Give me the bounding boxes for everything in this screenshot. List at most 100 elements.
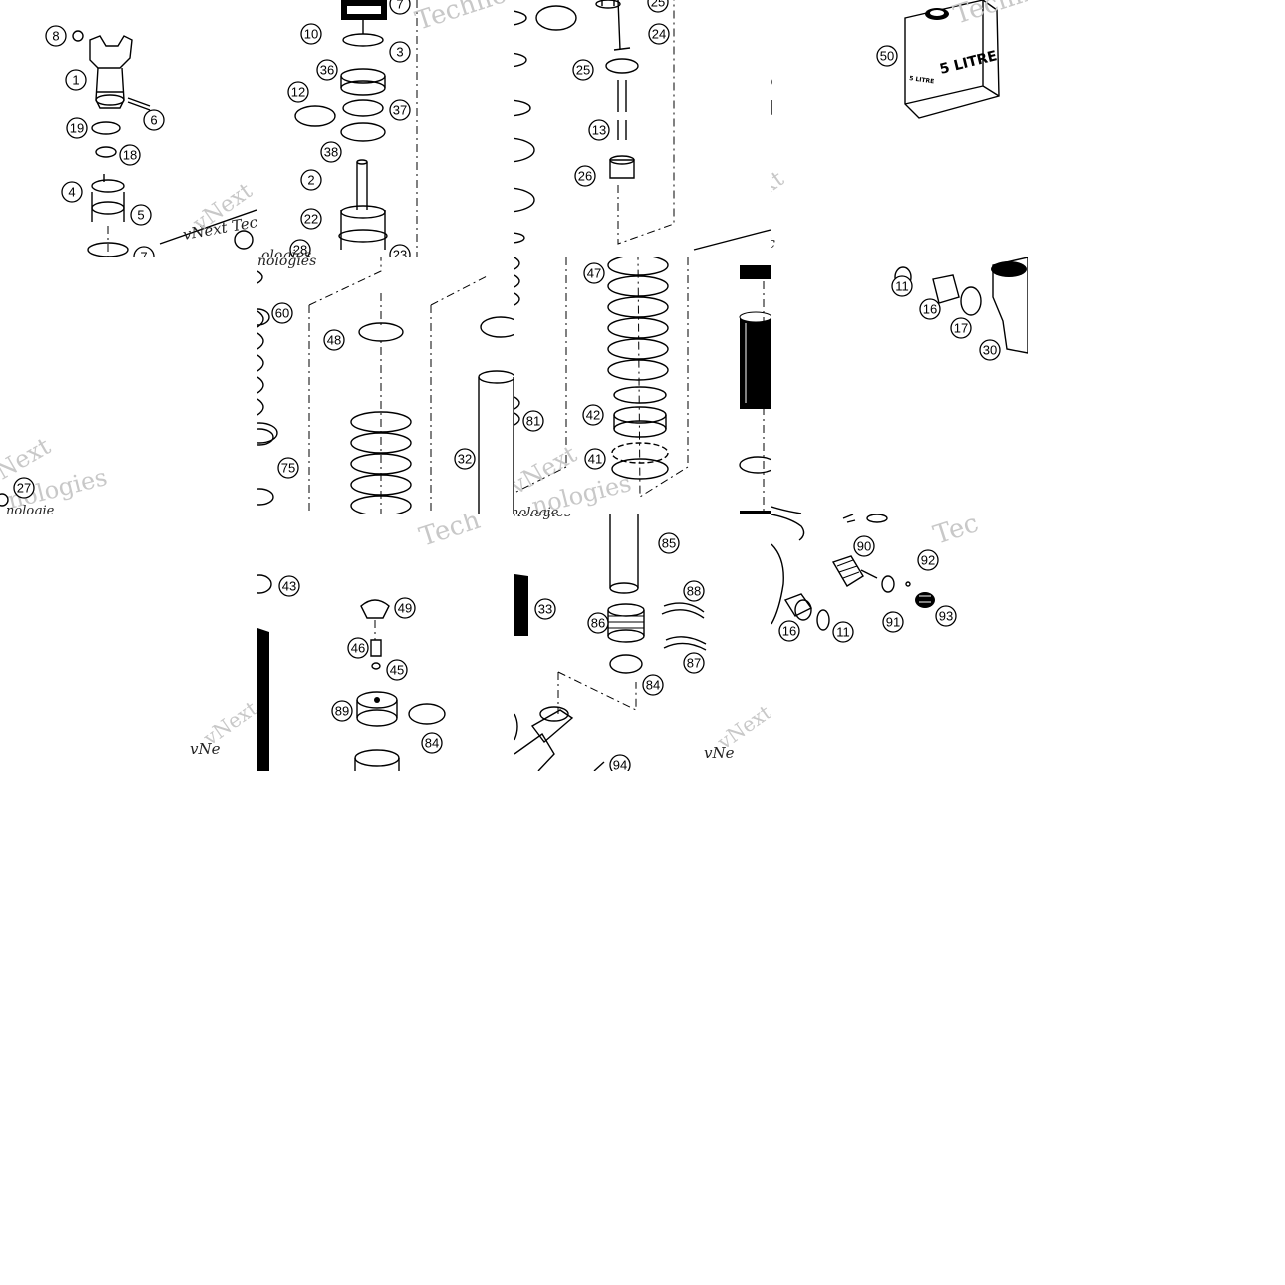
part-label: 12 [287,81,309,103]
seal [354,749,400,767]
svg-text:36: 36 [320,63,334,78]
reservoir-cap [607,603,645,643]
part-label: 90 [853,535,875,557]
watermark-tech: Tech [416,514,484,553]
o-ring [342,33,384,47]
bump-rubber [257,270,264,416]
tile-r0c2-drawing: 61 62 76 77 [514,0,771,251]
svg-text:41: 41 [588,452,602,467]
svg-text:85: 85 [662,536,676,551]
svg-text:11: 11 [895,279,909,294]
svg-text:28: 28 [293,243,307,258]
rod-end [340,210,386,250]
watermark-nologies: nologies [514,514,571,520]
svg-text:60: 60 [275,306,289,321]
part-label: 36 [316,59,338,81]
reservoir-end-cap [514,706,574,771]
spring-seat [613,386,667,404]
retaining-ring [663,636,707,651]
svg-text:84: 84 [646,678,660,693]
valve [370,639,382,657]
tile-r0c3-drawing: vNext Tec vNext 68 80 83 79 5 LITRE 5 LI… [771,0,1028,257]
part-label: 30 [979,339,1001,361]
part-label: 10 [300,23,322,45]
svg-text:1: 1 [72,73,79,88]
svg-text:16: 16 [923,302,937,317]
watermark-nologie: nologie [6,504,55,514]
watermark-vne: vNe [190,740,221,758]
tile-r0c2: 61 62 76 77 [514,0,771,257]
svg-text:10: 10 [304,27,318,42]
watermark-nologie: nologie [514,506,559,514]
part-label: 22 [300,208,322,230]
svg-text:6: 6 [150,113,157,128]
part-label: 11 [891,275,913,297]
svg-text:81: 81 [526,414,540,429]
seal [340,122,386,142]
tile-r0c3: vNext Tec vNext 68 80 83 79 5 LITRE 5 LI… [771,0,1028,257]
part-label: 43 [278,575,300,597]
svg-text:23: 23 [393,248,407,258]
svg-text:75: 75 [281,461,295,476]
svg-text:46: 46 [351,641,365,656]
cap [609,159,635,179]
part-label: 47 [583,262,605,284]
svg-text:4: 4 [68,185,75,200]
svg-text:43: 43 [282,579,296,594]
tile-r2c1-drawing: Tech 43 49 46 45 89 84 [257,514,484,771]
tile-r2c0: vNe vNext [0,514,257,771]
watermark-techno: Techno [412,0,511,37]
part-label: 87 [683,652,705,674]
part-label: 32 [454,448,476,470]
part-label: 23 [389,244,411,258]
bushing [932,274,960,304]
svg-text:45: 45 [390,663,404,678]
clevis-part [89,35,133,69]
o-ring [739,456,771,474]
svg-text:89: 89 [335,704,349,719]
part-label: 49 [394,597,416,619]
part-label: 37 [389,99,411,121]
part-label: 46 [347,637,369,659]
svg-text:2: 2 [307,173,314,188]
svg-text:50: 50 [880,49,894,64]
watermark-vnext-tec: vNext Tec [771,234,775,252]
tile-r2c0-drawing: vNe vNext [190,696,257,758]
part-label: 85 [658,532,680,554]
part-label: 17 [950,317,972,339]
svg-text:12: 12 [291,85,305,100]
main-spring [350,411,412,514]
damper-tube [257,628,269,771]
svg-text:91: 91 [886,615,900,630]
tile-r0c0-drawing: 8 1 6 19 18 4 5 7 vNext Tec vNext [45,25,257,257]
tile-r2c3-drawing: Tec 90 92 16 11 91 93 [771,514,982,643]
main-spring [607,257,669,381]
tile-r0c1: 7 10 3 36 12 37 38 2 22 28 23 Techno olo… [257,0,514,257]
part-label: 7 [389,0,411,15]
reservoir-housing [771,543,784,625]
svg-text:27: 27 [17,481,31,496]
washer [881,575,895,593]
svg-text:5: 5 [137,208,144,223]
part-label: 16 [919,298,941,320]
part-label: 7 [133,246,155,257]
svg-text:33: 33 [538,602,552,617]
part-label: 86 [587,612,609,634]
piston [257,422,278,444]
svg-text:8: 8 [52,29,59,44]
o-ring [609,654,643,674]
svg-text:16: 16 [782,624,796,639]
watermark-vne: vNe [704,744,735,762]
cap [360,599,390,619]
tile-r0c1-drawing: 7 10 3 36 12 37 38 2 22 28 23 Techno olo… [261,0,511,258]
needle [617,80,627,112]
adjuster-valve [831,555,878,587]
part-label: 18 [119,144,141,166]
piston-cap [356,691,398,727]
part-label: 8 [45,25,67,47]
adjuster-knob [915,592,935,608]
tile-r2c3: Tec 90 92 16 11 91 93 [771,514,1028,771]
oil-can-label: 5 LITRE [938,48,999,78]
reservoir-body [609,514,639,588]
